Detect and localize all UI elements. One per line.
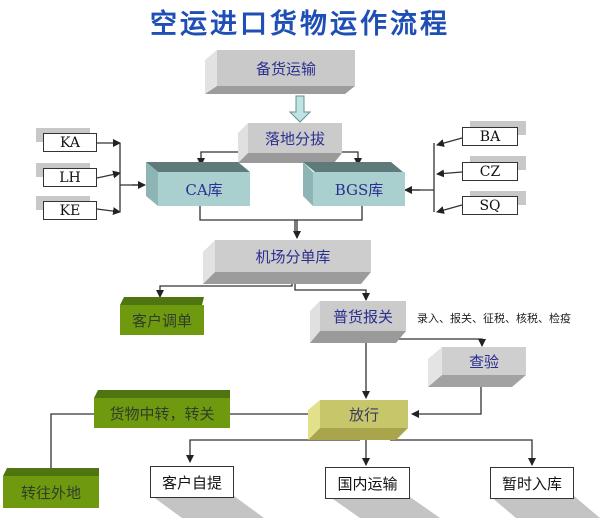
edge-release-split xyxy=(186,439,360,463)
airline-ba[interactable]: BA xyxy=(462,127,518,146)
node-landing-sort[interactable]: 落地分拔 xyxy=(238,119,348,165)
block-arrow-down xyxy=(288,95,312,123)
edge-landing-to-bgs xyxy=(340,151,362,166)
airline-cz[interactable]: CZ xyxy=(462,162,518,181)
edge-release-to-storage xyxy=(390,439,536,466)
declaration-note: 录入、报关、征税、核税、检疫 xyxy=(417,312,571,325)
airline-lh[interactable]: LH xyxy=(43,168,97,187)
edge-ca-bgs-merge xyxy=(199,205,363,221)
node-label: 备货运输 xyxy=(255,59,316,78)
node-label: 放行 xyxy=(348,405,379,424)
edge-ke xyxy=(96,207,121,216)
node-label: CA库 xyxy=(185,180,223,199)
diagram-title: 空运进口货物运作流程 xyxy=(150,9,450,40)
edge-ba xyxy=(436,137,463,147)
node-temporary-storage[interactable]: 暂时入库 xyxy=(490,467,574,499)
node-to-other-region[interactable]: 转往外地 xyxy=(3,468,101,510)
node-ca-warehouse[interactable]: CA库 xyxy=(146,162,250,206)
edge-lh xyxy=(96,170,121,179)
node-label: 普货报关 xyxy=(332,307,393,326)
airline-sq[interactable]: SQ xyxy=(462,196,518,215)
edge-cz xyxy=(436,169,463,178)
edge-transit-to-other xyxy=(50,413,95,468)
node-inspection[interactable]: 查验 xyxy=(428,345,528,391)
airline-ka[interactable]: KA xyxy=(43,133,97,152)
edge-landing-to-ca xyxy=(197,151,245,166)
node-label: BGS库 xyxy=(334,180,384,199)
node-label: 货物中转，转关 xyxy=(109,404,215,423)
node-airport-manifest-warehouse[interactable]: 机场分单库 xyxy=(203,238,375,286)
airline-ke[interactable]: KE xyxy=(43,201,97,220)
node-prepare-transport[interactable]: 备货运输 xyxy=(205,48,365,98)
edge-sq xyxy=(436,204,463,214)
node-transit[interactable]: 货物中转，转关 xyxy=(94,390,234,430)
node-customer-pickup[interactable]: 客户自提 xyxy=(150,466,234,498)
node-bgs-warehouse[interactable]: BGS库 xyxy=(303,162,407,208)
node-general-declaration[interactable]: 普货报关 xyxy=(310,299,420,349)
node-customer-adjust[interactable]: 客户调单 xyxy=(120,297,206,337)
edge-airport-to-adjust xyxy=(156,283,293,298)
node-label: 落地分拔 xyxy=(264,129,325,148)
node-release[interactable]: 放行 xyxy=(308,398,418,442)
node-label[interactable]: 查验 xyxy=(468,352,499,371)
node-domestic-transport[interactable]: 国内运输 xyxy=(325,467,410,499)
node-label: 客户调单 xyxy=(131,311,192,330)
node-label: 机场分单库 xyxy=(255,247,331,266)
node-label: 转往外地 xyxy=(20,483,81,502)
